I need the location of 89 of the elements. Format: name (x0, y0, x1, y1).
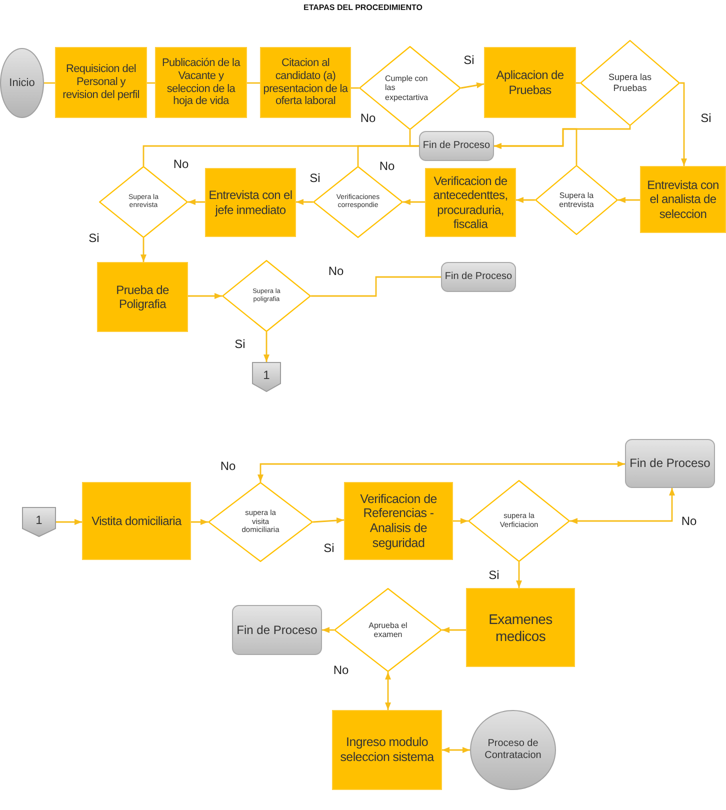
flow-arrow (453, 518, 468, 524)
process-box (82, 482, 191, 560)
decision-diamond (468, 480, 570, 562)
step-text: Fin de Proceso (422, 140, 490, 152)
step-text: Fin de Proceso (444, 271, 512, 283)
edge-label: No (359, 111, 377, 125)
step-text: Aplicacion de Pruebas (495, 68, 565, 97)
flow-arrow (494, 128, 578, 165)
flow-arrow (191, 519, 208, 525)
edge-label: Si (322, 541, 336, 555)
connector-line (44, 82, 55, 84)
decision-diamond (222, 260, 311, 332)
step-text: Verificacion de antecedenttes, procuraduria, fiscalia (432, 174, 509, 231)
process-box (344, 482, 453, 560)
flow-arrow (188, 293, 222, 299)
flow-arrow (442, 747, 470, 753)
decision-text: Supera la entrevista (558, 190, 595, 210)
decision-diamond (535, 165, 618, 235)
offpage-connector (22, 507, 56, 537)
process-box (640, 166, 726, 233)
connector-line (247, 82, 260, 84)
connector-line (311, 276, 441, 297)
process-box (97, 262, 188, 332)
edge-label: No (172, 157, 190, 171)
edge-label: Si (234, 337, 246, 351)
diagram-title: ETAPAS DEL PROCEDIMIENTO (304, 3, 422, 12)
flow-arrow (296, 199, 313, 205)
step-text: Examenes medicos (488, 611, 554, 644)
connector-number: 1 (263, 368, 270, 382)
flow-arrow (680, 82, 687, 166)
decision-text: Cumple con las expectartiva (385, 74, 430, 102)
process-box (205, 168, 296, 237)
process-box (155, 47, 247, 118)
flow-arrow (56, 519, 82, 525)
edge-label: No (332, 663, 350, 677)
edge-label: Si (88, 231, 100, 245)
end-process-box (441, 262, 516, 292)
flow-arrow (460, 82, 484, 89)
flow-arrow (618, 197, 640, 203)
step-text: Citacion al candidato (a) presentacion de la oferta laboral (263, 56, 348, 108)
flow-arrow (516, 562, 522, 588)
flow-arrow (140, 238, 146, 262)
edge-label: Si (308, 171, 322, 185)
flow-arrow (442, 627, 466, 633)
edge-label: Si (462, 53, 476, 67)
step-text: Ingreso modulo seleccion sistema (339, 735, 436, 765)
decision-text: Aprueba el examen (368, 620, 408, 640)
process-box (55, 47, 147, 118)
decision-diamond (359, 46, 461, 130)
step-text: Prueba de Poligrafia (115, 282, 170, 312)
flow-arrow (403, 199, 425, 205)
connector-number: 1 (36, 513, 42, 528)
end-process-box (232, 605, 322, 655)
edge-label: No (680, 514, 698, 528)
end-process-box (625, 439, 715, 488)
process-box (260, 47, 351, 118)
flow-arrow (570, 488, 675, 524)
offpage-connector (252, 362, 281, 392)
step-text: Publicación de la Vacante y seleccion de la hoja de vida (160, 56, 242, 108)
step-text: Fin de Proceso (630, 456, 710, 471)
flow-arrow (322, 627, 334, 633)
step-text: Vistita domiciliaria (92, 514, 182, 528)
step-text: Fin de Proceso (236, 622, 318, 638)
end-process-box (419, 131, 494, 161)
decision-diamond (580, 40, 680, 126)
step-text: Entrevista con el analista de seleccion (646, 178, 720, 221)
edge-label: No (219, 459, 237, 473)
process-box (484, 47, 576, 118)
flow-arrow (188, 199, 205, 205)
step-text: Verificacion de Referencias - Analisis de seguridad (359, 492, 438, 550)
connector-line (142, 145, 419, 166)
edge-label: Si (488, 568, 500, 582)
step-text: Requisicion del Personal y revision del perfil (62, 63, 140, 102)
process-box (425, 168, 516, 237)
process-box (332, 710, 442, 790)
decision-diamond (208, 482, 313, 562)
decision-text: Supera las Pruebas (607, 72, 653, 94)
flow-arrow (264, 332, 270, 362)
process-box (466, 588, 575, 667)
step-text: Entrevista con el jefe inmediato (208, 188, 294, 217)
flow-arrow (385, 672, 391, 710)
edge-label: Si (700, 111, 712, 125)
step-text: Inicio (9, 76, 35, 90)
step-text: Proceso de Contratacion (484, 738, 542, 762)
edge-label: No (378, 159, 396, 173)
flow-arrow (516, 197, 535, 203)
flow-arrow (312, 518, 344, 524)
flow-arrow (258, 461, 625, 482)
edge-label: No (327, 264, 345, 278)
